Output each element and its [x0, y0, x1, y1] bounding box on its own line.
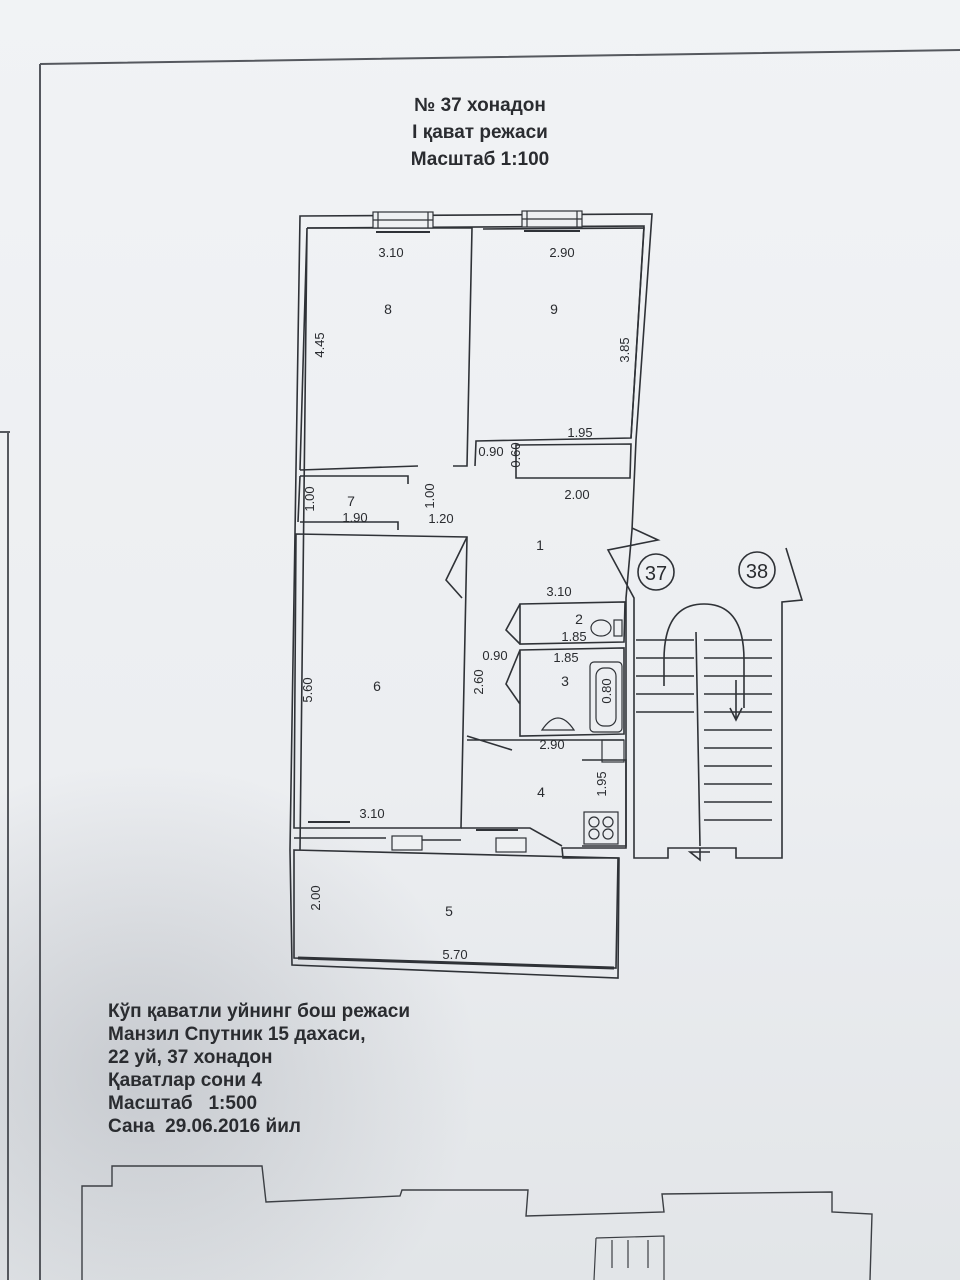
apartment-number: № 37 хонадон	[414, 95, 546, 116]
dim-r8-length: 4.45	[312, 332, 327, 357]
plan-header: № 37 хонадон I қават режаси Масштаб 1:10…	[300, 92, 660, 173]
room-1-label: 1	[536, 537, 544, 553]
site-plan-detail	[593, 1235, 665, 1280]
fixtures	[540, 619, 625, 845]
closet	[515, 443, 632, 479]
dim-closet-width: 1.95	[567, 425, 592, 440]
dim-r1-passage: 1.20	[428, 511, 453, 526]
dim-r9-length: 3.85	[617, 337, 632, 362]
dim-r4-width: 2.90	[539, 737, 564, 752]
general-plan-info: Кўп қаватли уйнинг бош режаси Манзил Спу…	[108, 1000, 528, 1138]
room-8-label: 8	[384, 301, 392, 317]
wall-r4	[466, 735, 627, 847]
wall-r9	[474, 227, 645, 467]
wall-r3	[505, 647, 625, 737]
dim-bath: 0.80	[599, 678, 614, 703]
apartment-37-label: 37	[645, 563, 667, 585]
wall-r2	[505, 601, 626, 645]
dim-closet-depth: 0.60	[508, 442, 523, 467]
room-6-label: 6	[373, 678, 381, 694]
dim-r9-width: 2.90	[549, 245, 574, 260]
wall-r5	[293, 849, 619, 969]
dim-r4-side: 2.60	[471, 669, 486, 694]
info-address: Манзил Спутник 15 дахаси,	[108, 1024, 366, 1045]
dim-r6-width: 3.10	[359, 806, 384, 821]
plan-scale: Масштаб 1:100	[410, 149, 550, 170]
room-2-label: 2	[575, 611, 583, 627]
toilet-fixture	[590, 619, 612, 637]
dim-r2-upper: 3.10	[546, 584, 571, 599]
info-scale-value: 1:500	[208, 1093, 258, 1114]
apartment-37-circle	[637, 553, 675, 591]
info-floors: Қаватлар сони 4	[108, 1070, 262, 1091]
dim-r8-width: 3.10	[378, 245, 403, 260]
outer-wall	[289, 213, 653, 979]
room-3-label: 3	[561, 673, 569, 689]
windows	[308, 210, 583, 853]
wall-r4-bottom	[294, 827, 563, 847]
info-date-value: 29.06.2016 йил	[165, 1116, 301, 1137]
wall-r6-door	[445, 536, 468, 599]
sheet-border	[0, 49, 960, 1280]
dim-r5-length: 5.70	[442, 947, 467, 962]
room-7-label: 7	[347, 493, 355, 509]
window-r6	[391, 835, 423, 851]
stairwell	[606, 527, 804, 862]
info-date-label: Сана	[108, 1116, 155, 1137]
inner-outline	[299, 225, 645, 851]
stair-flights	[636, 639, 772, 821]
sink-fixture	[540, 717, 576, 731]
bathtub-fixture	[589, 661, 623, 733]
wall-r7	[297, 475, 409, 530]
dim-r1-width: 2.00	[564, 487, 589, 502]
info-date: Сана 29.06.2016 йил	[108, 1115, 528, 1138]
info-title: Кўп қаватли уйнинг бош режаси	[108, 1001, 411, 1022]
room-4-label: 4	[537, 784, 545, 800]
dim-r7-width: 1.90	[342, 510, 367, 525]
window-r4	[495, 837, 527, 853]
dim-r2-width: 1.85	[561, 629, 586, 644]
dim-r3-door: 0.90	[482, 648, 507, 663]
dim-r1-depth: 1.00	[422, 483, 437, 508]
floor-plan-title: I қават режаси	[412, 122, 548, 143]
stair-rail	[663, 603, 745, 847]
dim-door-090-top: 0.90	[478, 444, 503, 459]
info-house: 22 уй, 37 хонадон	[108, 1047, 273, 1068]
stair-arrow	[729, 680, 743, 722]
room-9-label: 9	[550, 301, 558, 317]
info-scale: Масштаб 1:500	[108, 1092, 528, 1115]
room-5-label: 5	[445, 903, 453, 919]
kitchen-sink	[601, 739, 625, 763]
dim-r4-depth: 1.95	[594, 771, 609, 796]
window-marks	[308, 230, 580, 831]
apartment-38-circle	[738, 551, 776, 589]
balcony-rail	[297, 956, 615, 970]
dim-r7-depth: 1.00	[302, 486, 317, 511]
dim-r5-depth: 2.00	[308, 885, 323, 910]
dim-r6-length: 5.60	[300, 677, 315, 702]
stove-fixture	[583, 811, 619, 845]
dim-r3-width: 1.85	[553, 650, 578, 665]
info-scale-label: Масштаб	[108, 1093, 193, 1114]
site-plan-outline	[81, 1165, 873, 1280]
apartment-38-label: 38	[746, 561, 768, 583]
